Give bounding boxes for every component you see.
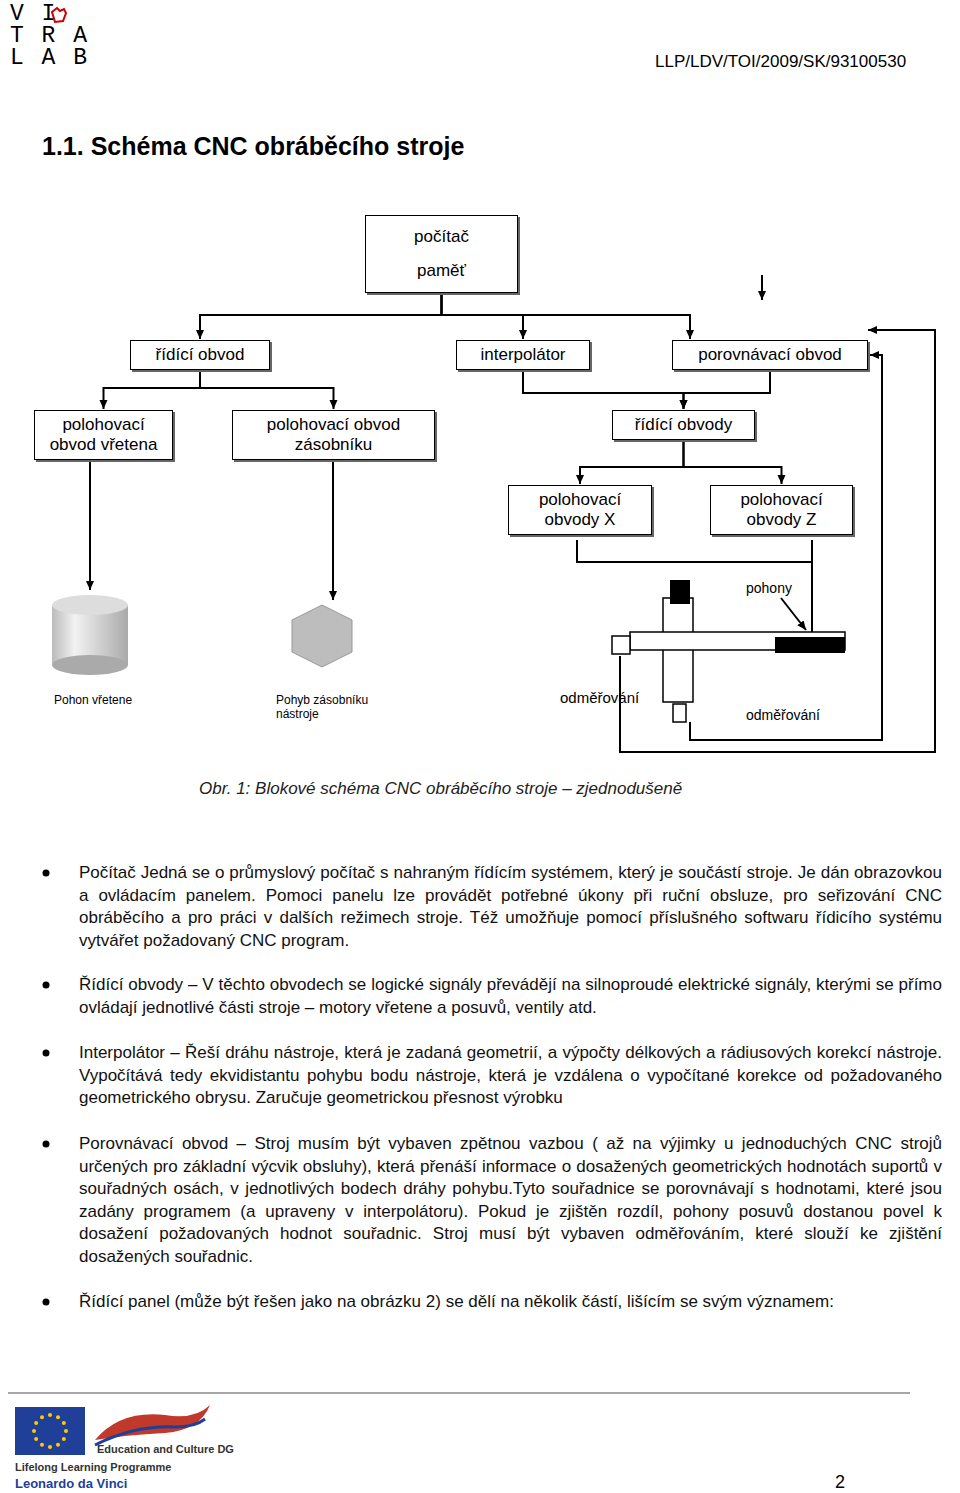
figure-caption: Obr. 1: Blokové schéma CNC obráběcího st… — [199, 779, 682, 799]
page-title: 1.1. Schéma CNC obráběcího stroje — [42, 132, 464, 161]
footer-rule — [8, 1392, 910, 1394]
logo-letters: L A B — [10, 46, 89, 70]
wires — [90, 275, 935, 752]
box-text: polohovací obvod vřetena — [41, 415, 166, 455]
connector — [442, 295, 524, 339]
box-text: interpolátor — [463, 345, 583, 365]
tool-magazine — [292, 605, 352, 667]
connector — [523, 372, 684, 409]
logo-text: Education and Culture DG — [97, 1443, 234, 1455]
block-box: porovnávací obvod — [672, 340, 868, 370]
connector — [684, 372, 771, 409]
block-box: polohovací obvody Z — [710, 485, 853, 535]
project-code: LLP/LDV/TOI/2009/SK/93100530 — [655, 52, 906, 72]
part-name: odměřování — [560, 689, 639, 706]
connector — [200, 372, 334, 409]
box-text: paměť — [372, 254, 511, 288]
connector — [684, 442, 782, 484]
block-box: interpolátor — [456, 340, 590, 370]
paragraph: Porovnávací obvod – Stroj musím být vyba… — [79, 1133, 942, 1268]
machine-axes — [612, 580, 845, 722]
block-box: řídící obvod — [130, 340, 270, 370]
block-box: polohovací obvody X — [508, 485, 652, 535]
eu-flag — [15, 1407, 85, 1455]
ldv-logo — [95, 1419, 205, 1445]
spindle-drive — [52, 595, 128, 675]
box-text: polohovací obvody Z — [717, 490, 846, 530]
box-text: polohovací obvody X — [515, 490, 645, 530]
part-name: pohony — [746, 580, 792, 596]
box-text: polohovací obvod zásobníku — [239, 415, 428, 455]
box-text: porovnávací obvod — [679, 345, 861, 365]
paragraph: Interpolátor – Řeší dráhu nástroje, kter… — [79, 1042, 942, 1110]
box-text: řídící obvod — [137, 345, 263, 365]
connector — [442, 295, 691, 339]
box-text: řídící obvody — [619, 415, 748, 435]
part-name: odměřování — [746, 707, 820, 723]
block-box: polohovací obvod zásobníku — [232, 410, 435, 460]
ldv-logo — [95, 1405, 210, 1440]
connector — [104, 372, 201, 409]
part-name: Pohon vřetene — [54, 693, 132, 707]
page-number: 2 — [835, 1472, 845, 1493]
paragraph: Řídící obvody – V těchto obvodech se log… — [79, 974, 942, 1019]
connector — [580, 442, 684, 484]
logo-letters: V I — [10, 2, 57, 26]
block-box: polohovací obvod vřetena — [34, 410, 173, 460]
block-box: počítačpaměť — [365, 215, 518, 293]
connector — [200, 295, 442, 339]
part-name: Pohyb zásobníku nástroje — [276, 693, 386, 721]
logo-letters: T R A — [10, 24, 89, 48]
box-text: počítač — [372, 220, 511, 254]
logo-text: Leonardo da Vinci — [15, 1476, 127, 1491]
bullets — [43, 870, 50, 1306]
paragraph: Řídící panel (může být řešen jako na obr… — [79, 1291, 942, 1314]
paragraph: Počítač Jedná se o průmyslový počítač s … — [79, 862, 942, 952]
block-box: řídící obvody — [612, 410, 755, 440]
logo-text: Lifelong Learning Programme — [15, 1461, 171, 1473]
